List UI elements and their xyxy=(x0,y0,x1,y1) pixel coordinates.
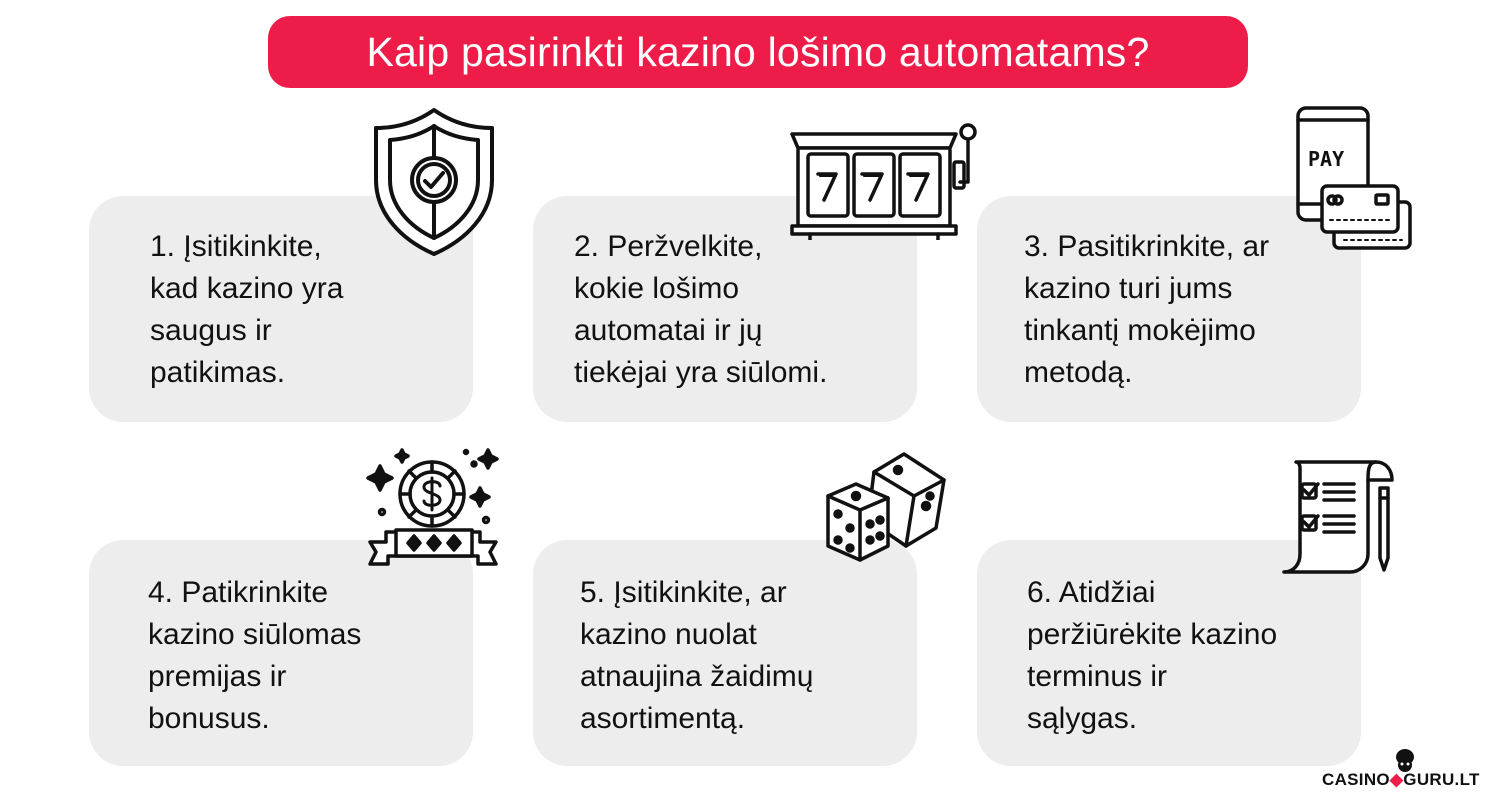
brand-suffix: GURU.LT xyxy=(1403,770,1480,789)
guru-mascot-icon xyxy=(1392,748,1418,779)
slot-machine-icon xyxy=(788,118,984,240)
card-terms xyxy=(977,540,1361,766)
shield-check-icon xyxy=(370,106,498,258)
card-safety-text: 1. Įsitikinkite, kad kazino yra saugus i… xyxy=(150,230,344,389)
card-games-text: 5. Įsitikinkite, ar kazino nuolat atnauj… xyxy=(580,576,814,735)
svg-text:PAY: PAY xyxy=(1308,147,1344,171)
brand-name: CASINO xyxy=(1322,770,1390,789)
card-games xyxy=(533,540,917,766)
brand-wordmark: CASINO◆GURU.LT xyxy=(1322,770,1480,790)
card-terms-text: 6. Atidžiai peržiūrėkite kazino terminus… xyxy=(1027,576,1278,735)
dice-icon xyxy=(822,450,950,564)
card-bonuses xyxy=(89,540,473,766)
pay-phone-card-icon: PAY xyxy=(1294,104,1414,252)
page-title: Kaip pasirinkti kazino lošimo automatams… xyxy=(366,28,1150,75)
casino-chip-icon xyxy=(366,442,500,572)
title-banner: Kaip pasirinkti kazino lošimo automatams… xyxy=(268,16,1248,88)
card-slots-text: 2. Peržvelkite, kokie lošimo automatai i… xyxy=(574,230,828,389)
card-payment-text: 3. Pasitikrinkite, ar kazino turi jums t… xyxy=(1024,230,1270,389)
checklist-document-icon xyxy=(1280,458,1404,576)
brand-logo: CASINO◆GURU.LT xyxy=(1322,748,1492,792)
card-payment xyxy=(977,196,1361,422)
card-bonuses-text: 4. Patikrinkite kazino siūlomas premijas… xyxy=(148,576,362,735)
brand-dot-icon: ◆ xyxy=(1389,770,1404,789)
